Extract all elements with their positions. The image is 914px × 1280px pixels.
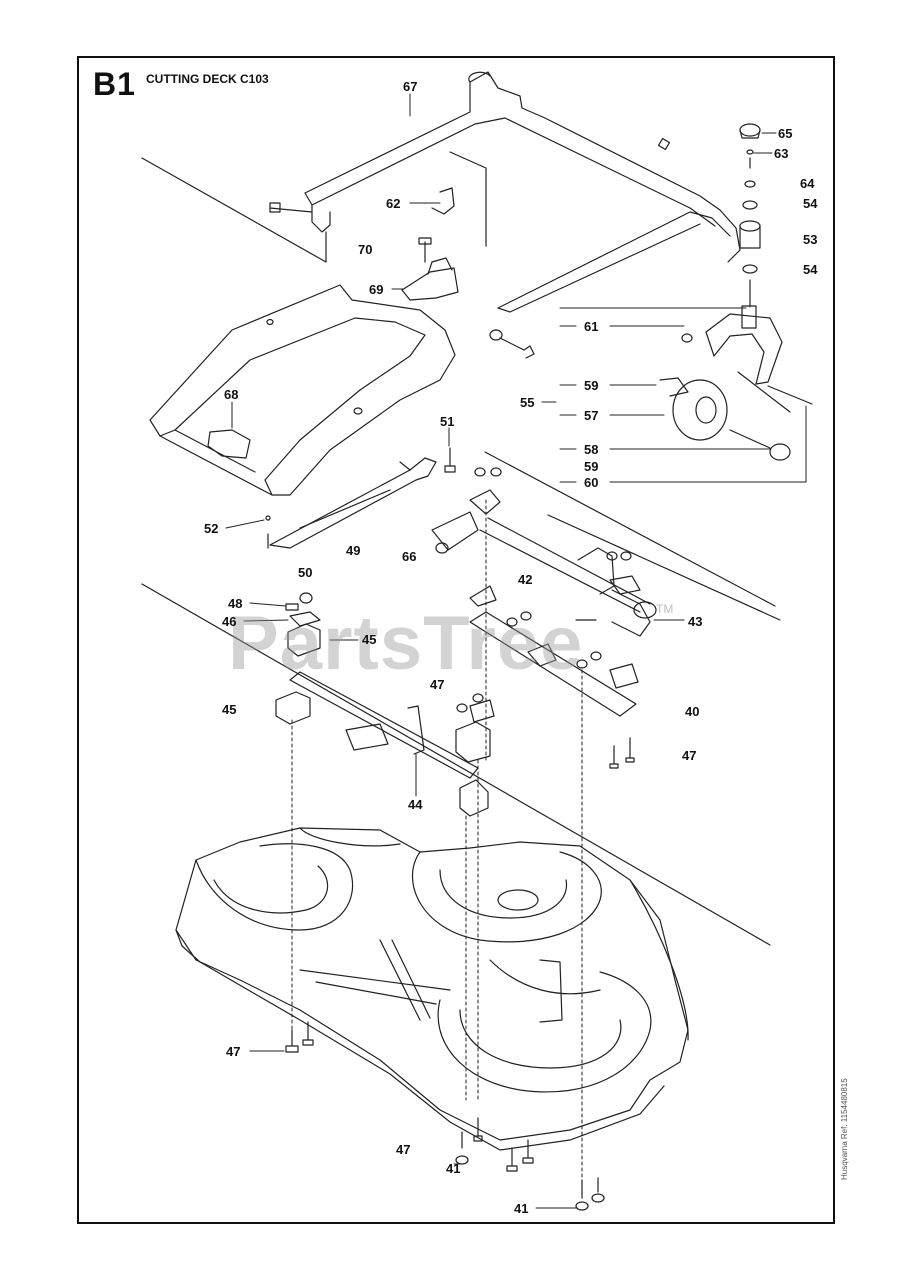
callout-65[interactable]: 65: [778, 126, 793, 141]
bolt-left: [499, 337, 535, 359]
clamp-69: [401, 237, 459, 301]
partstree-watermark: PartsTree: [228, 601, 584, 686]
callout-42[interactable]: 42: [518, 572, 533, 587]
front-shaft-assembly: [431, 467, 651, 613]
callout-45[interactable]: 45: [362, 632, 377, 647]
callout-50[interactable]: 50: [298, 565, 313, 580]
callout-46[interactable]: 46: [222, 614, 237, 629]
nut-small: [657, 137, 671, 151]
plane-line-lower: [141, 583, 771, 946]
pivot-arm-43: [577, 547, 657, 637]
callout-48[interactable]: 48: [228, 596, 243, 611]
bottom-hardware: [285, 1021, 605, 1211]
bolts-47-right: [609, 737, 635, 769]
caster-wheel-assembly: [659, 313, 813, 461]
callout-63[interactable]: 63: [774, 146, 789, 161]
callout-66[interactable]: 66: [402, 549, 417, 564]
callout-61[interactable]: 61: [584, 319, 599, 334]
callout-59[interactable]: 59: [584, 378, 599, 393]
lift-rod-49: [269, 457, 437, 549]
leader-lines: [225, 93, 807, 1209]
plane-line-mid: [484, 451, 776, 607]
callout-59-lower[interactable]: 59: [584, 459, 599, 474]
sheet-code: B1: [93, 66, 136, 102]
callout-67[interactable]: 67: [403, 79, 418, 94]
callout-47-bottom[interactable]: 47: [396, 1142, 411, 1157]
main-frame: [269, 71, 741, 313]
diagram-frame: [77, 56, 835, 1224]
callout-45-lower[interactable]: 45: [222, 702, 237, 717]
callout-41[interactable]: 41: [446, 1161, 461, 1176]
plane-line-right: [547, 514, 781, 621]
callout-51[interactable]: 51: [440, 414, 455, 429]
callout-69[interactable]: 69: [369, 282, 384, 297]
callout-43[interactable]: 43: [688, 614, 703, 629]
callout-62[interactable]: 62: [386, 196, 401, 211]
callout-40[interactable]: 40: [685, 704, 700, 719]
callout-53[interactable]: 53: [803, 232, 818, 247]
callout-47[interactable]: 47: [430, 677, 445, 692]
callout-52[interactable]: 52: [204, 521, 219, 536]
callout-57[interactable]: 57: [584, 408, 599, 423]
sheet-title: CUTTING DECK C103: [146, 72, 269, 86]
lift-frame-68: [149, 284, 456, 496]
callout-58[interactable]: 58: [584, 442, 599, 457]
callout-64[interactable]: 64: [800, 176, 815, 191]
callout-60[interactable]: 60: [584, 475, 599, 490]
callout-55[interactable]: 55: [520, 395, 535, 410]
plate-40: [469, 611, 639, 717]
height-adjuster-stack: [739, 123, 761, 329]
assembly-guide-lines: [291, 279, 751, 1181]
rear-shaft-44: [289, 671, 495, 817]
callout-47-bottom-left[interactable]: 47: [226, 1044, 241, 1059]
washer-left: [489, 329, 503, 341]
callout-47-right[interactable]: 47: [682, 748, 697, 763]
callout-44[interactable]: 44: [408, 797, 423, 812]
bracket-62: [431, 187, 455, 215]
left-bracket-stack: [275, 592, 321, 725]
callout-54-lower[interactable]: 54: [803, 262, 818, 277]
watermark-trademark: TM: [656, 602, 674, 616]
cutting-deck-housing: [175, 827, 689, 1151]
plane-line-top: [141, 157, 327, 263]
callout-70[interactable]: 70: [358, 242, 373, 257]
callout-68[interactable]: 68: [224, 387, 239, 402]
callout-49[interactable]: 49: [346, 543, 361, 558]
document-reference: Husqvarna Ref. 1154480815: [840, 1078, 849, 1180]
callout-41-bottom[interactable]: 41: [514, 1201, 529, 1216]
callout-54[interactable]: 54: [803, 196, 818, 211]
